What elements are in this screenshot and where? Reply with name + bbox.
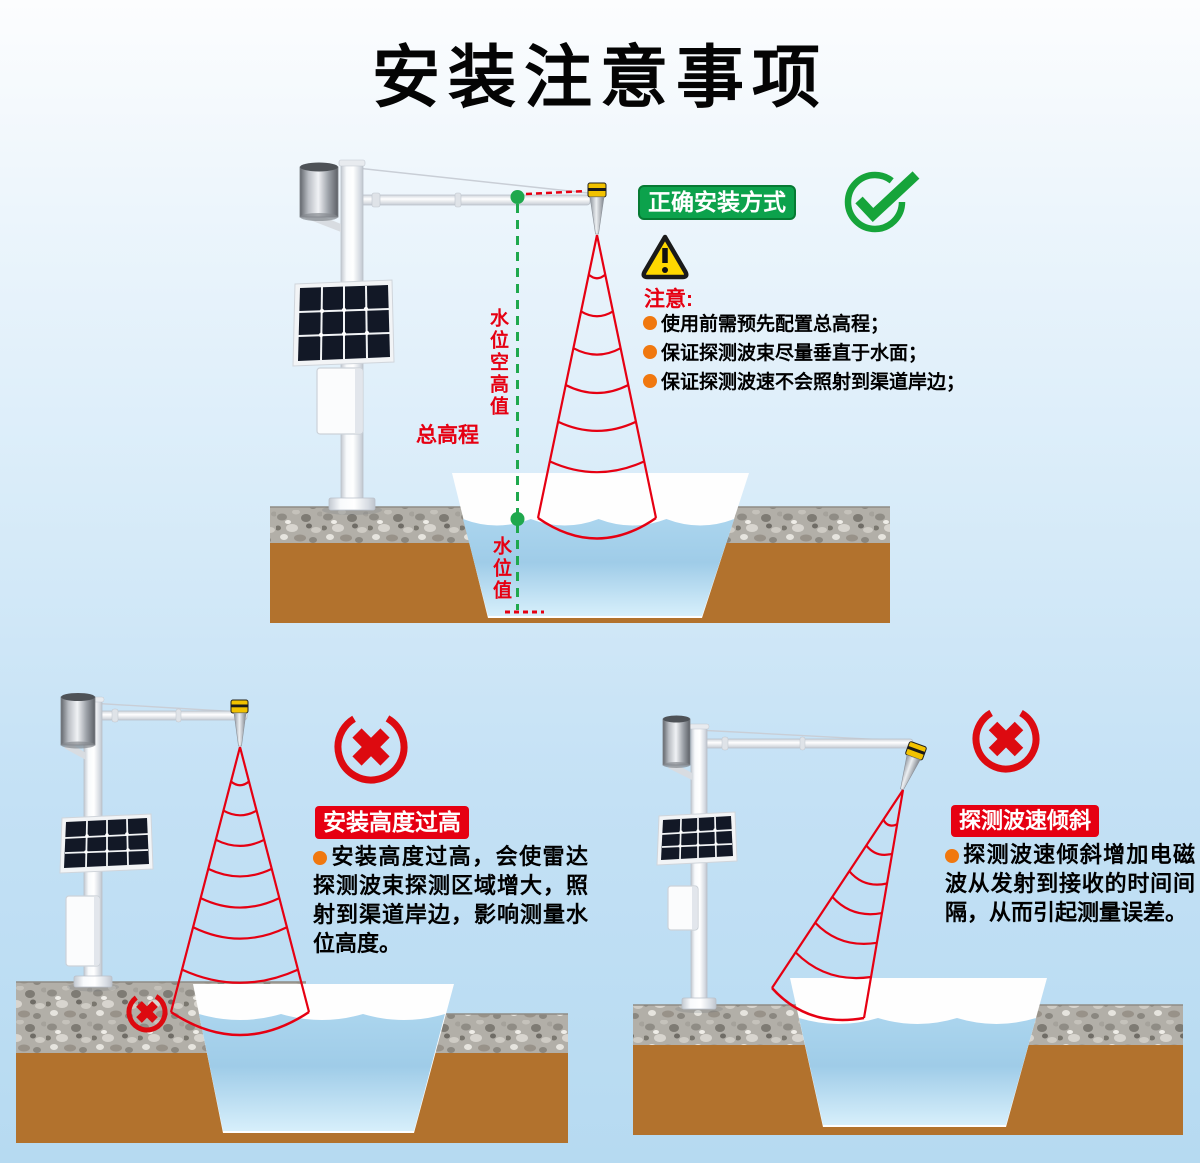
x-circle-icon bbox=[972, 705, 1040, 773]
x-mark-small-icon bbox=[126, 991, 168, 1033]
air-height-label: 水位空高值 bbox=[487, 308, 508, 418]
solar-panel bbox=[656, 811, 738, 866]
water-surface-dot bbox=[510, 512, 525, 526]
note-item: 保证探测波束尽量垂直于水面； bbox=[643, 337, 993, 366]
note-title: 注意: bbox=[644, 288, 693, 311]
tilted-beam-text: 探测波速倾斜增加电磁波从发射到接收的时间间隔，从而引起测量误差。 bbox=[945, 842, 1195, 925]
rain-gauge bbox=[662, 715, 691, 768]
check-circle-icon bbox=[844, 171, 920, 233]
note-item: 保证探测波速不会照射到渠道岸边； bbox=[643, 366, 993, 395]
too-high-description: 安装高度过高，会使雷达探测波束探测区域增大，照射到渠道岸边，影响测量水位高度。 bbox=[313, 842, 588, 958]
tilted-beam-badge: 探测波速倾斜 bbox=[951, 805, 1100, 837]
bullet-dot-icon bbox=[643, 315, 657, 330]
monitoring-station bbox=[292, 159, 607, 515]
pole-base bbox=[681, 997, 717, 1010]
pole-base bbox=[328, 497, 376, 511]
support-cable bbox=[356, 167, 589, 194]
radar-sensor bbox=[230, 699, 249, 747]
solar-panel bbox=[292, 279, 395, 367]
station-pole bbox=[690, 726, 708, 1003]
rain-gauge bbox=[299, 162, 339, 221]
channel-cross-section bbox=[790, 978, 1047, 1127]
too-high-badge: 安装高度过高 bbox=[315, 806, 469, 839]
radar-sensor bbox=[587, 182, 607, 235]
total-elevation-label: 总高程 bbox=[416, 424, 479, 447]
note-text: 保证探测波速不会照射到渠道岸边； bbox=[661, 372, 966, 393]
radar-beam-cone-tilted bbox=[771, 789, 905, 1022]
correct-method-badge: 正确安装方式 bbox=[638, 185, 796, 220]
pole-base bbox=[73, 975, 113, 988]
arm-reference-dot bbox=[510, 190, 525, 204]
note-text: 保证探测波束尽量垂直于水面； bbox=[661, 343, 928, 364]
note-item: 使用前需预先配置总高程； bbox=[643, 308, 993, 337]
channel-cross-section bbox=[452, 473, 749, 618]
water bbox=[799, 1018, 1036, 1125]
warning-triangle-icon bbox=[641, 234, 689, 280]
water-level-label: 水位值 bbox=[490, 536, 511, 602]
solar-panel bbox=[59, 813, 154, 874]
sensor-level-dashed-line bbox=[525, 189, 587, 196]
radar-sensor-tilted bbox=[900, 741, 927, 791]
channel-cross-section bbox=[193, 984, 454, 1133]
mounting-arm bbox=[351, 194, 591, 206]
note-list: 使用前需预先配置总高程； 保证探测波束尽量垂直于水面； 保证探测波速不会照射到渠… bbox=[643, 308, 993, 395]
monitoring-station bbox=[656, 715, 927, 1013]
scene-too-high bbox=[16, 693, 568, 1143]
scene-correct-installation bbox=[270, 159, 920, 623]
water bbox=[199, 1014, 445, 1131]
support-cable bbox=[89, 702, 241, 713]
control-box bbox=[316, 367, 364, 435]
note-text: 使用前需预先配置总高程； bbox=[661, 314, 890, 335]
rain-gauge bbox=[60, 693, 96, 749]
control-box bbox=[65, 895, 101, 967]
control-box bbox=[667, 885, 699, 931]
water bbox=[463, 519, 735, 616]
bullet-dot-icon bbox=[643, 373, 657, 388]
bullet-dot-icon bbox=[945, 849, 959, 863]
x-circle-icon bbox=[334, 710, 408, 784]
radar-beam-cone bbox=[536, 234, 658, 540]
scene-tilted-beam bbox=[633, 705, 1183, 1135]
radar-beam-cone bbox=[169, 746, 311, 1037]
bullet-dot-icon bbox=[313, 851, 327, 865]
too-high-text: 安装高度过高，会使雷达探测波束探测区域增大，照射到渠道岸边，影响测量水位高度。 bbox=[313, 844, 588, 956]
page-title: 安装注意事项 bbox=[371, 40, 828, 116]
mounting-arm bbox=[702, 738, 914, 749]
monitoring-station bbox=[59, 693, 249, 992]
measurement-guides bbox=[505, 189, 587, 614]
bullet-dot-icon bbox=[643, 344, 657, 359]
tilted-beam-description: 探测波速倾斜增加电磁波从发射到接收的时间间隔，从而引起测量误差。 bbox=[945, 840, 1195, 927]
